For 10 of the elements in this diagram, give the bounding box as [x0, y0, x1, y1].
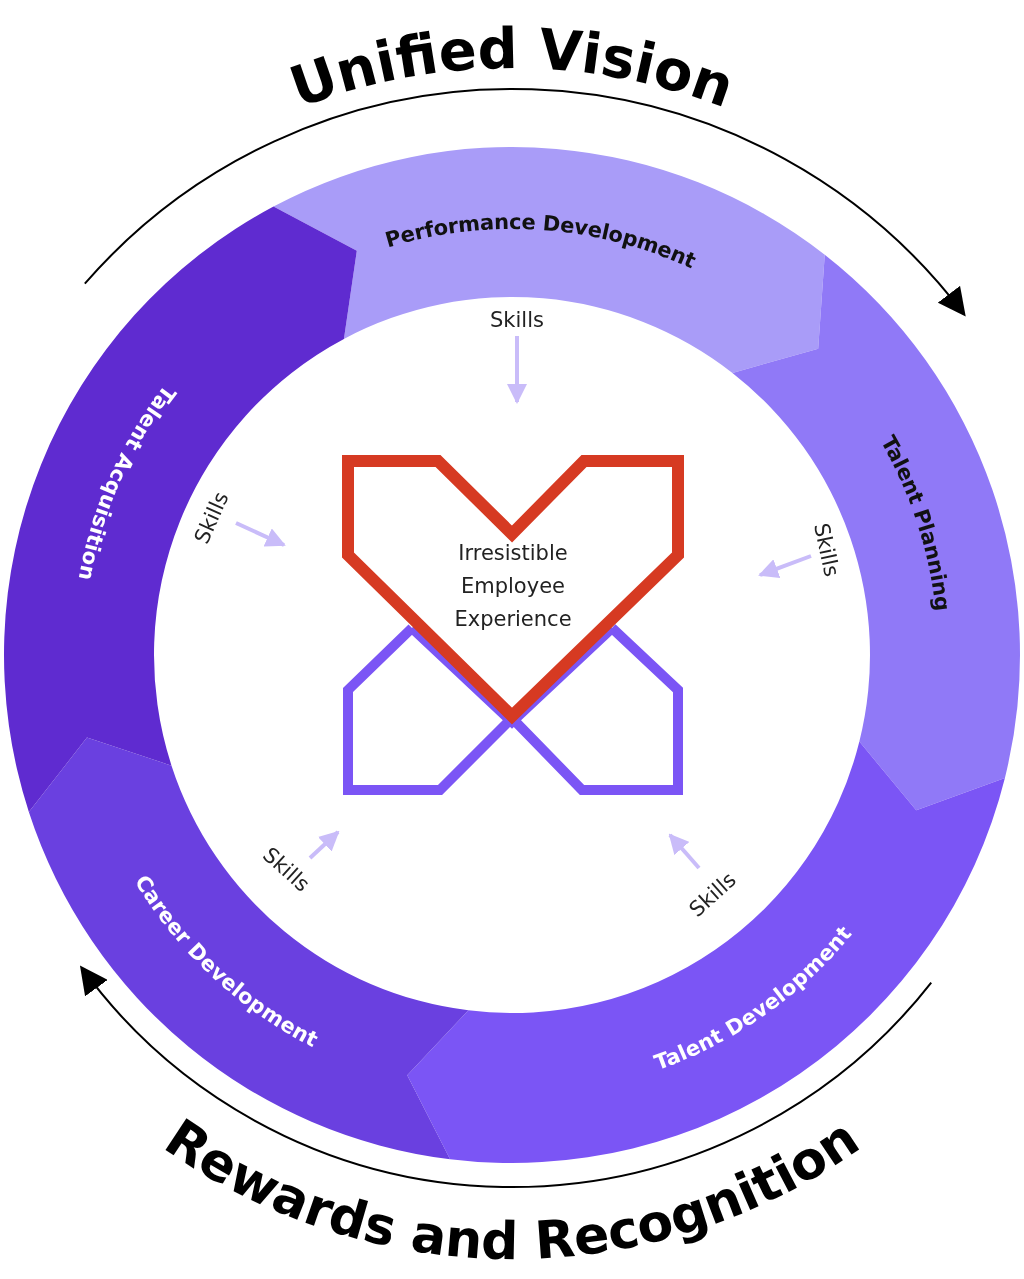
center-label: Irresistible Employee Experience — [453, 540, 573, 633]
skills-label: Skills — [490, 309, 544, 331]
heading: Unified Vision — [281, 15, 743, 120]
arrow — [758, 554, 812, 579]
arrow — [507, 336, 527, 404]
arrow — [235, 521, 286, 547]
arrow — [308, 830, 340, 860]
skills-label: Skills — [191, 489, 233, 547]
skills-label: Skills — [810, 521, 842, 579]
arrow — [668, 833, 701, 870]
